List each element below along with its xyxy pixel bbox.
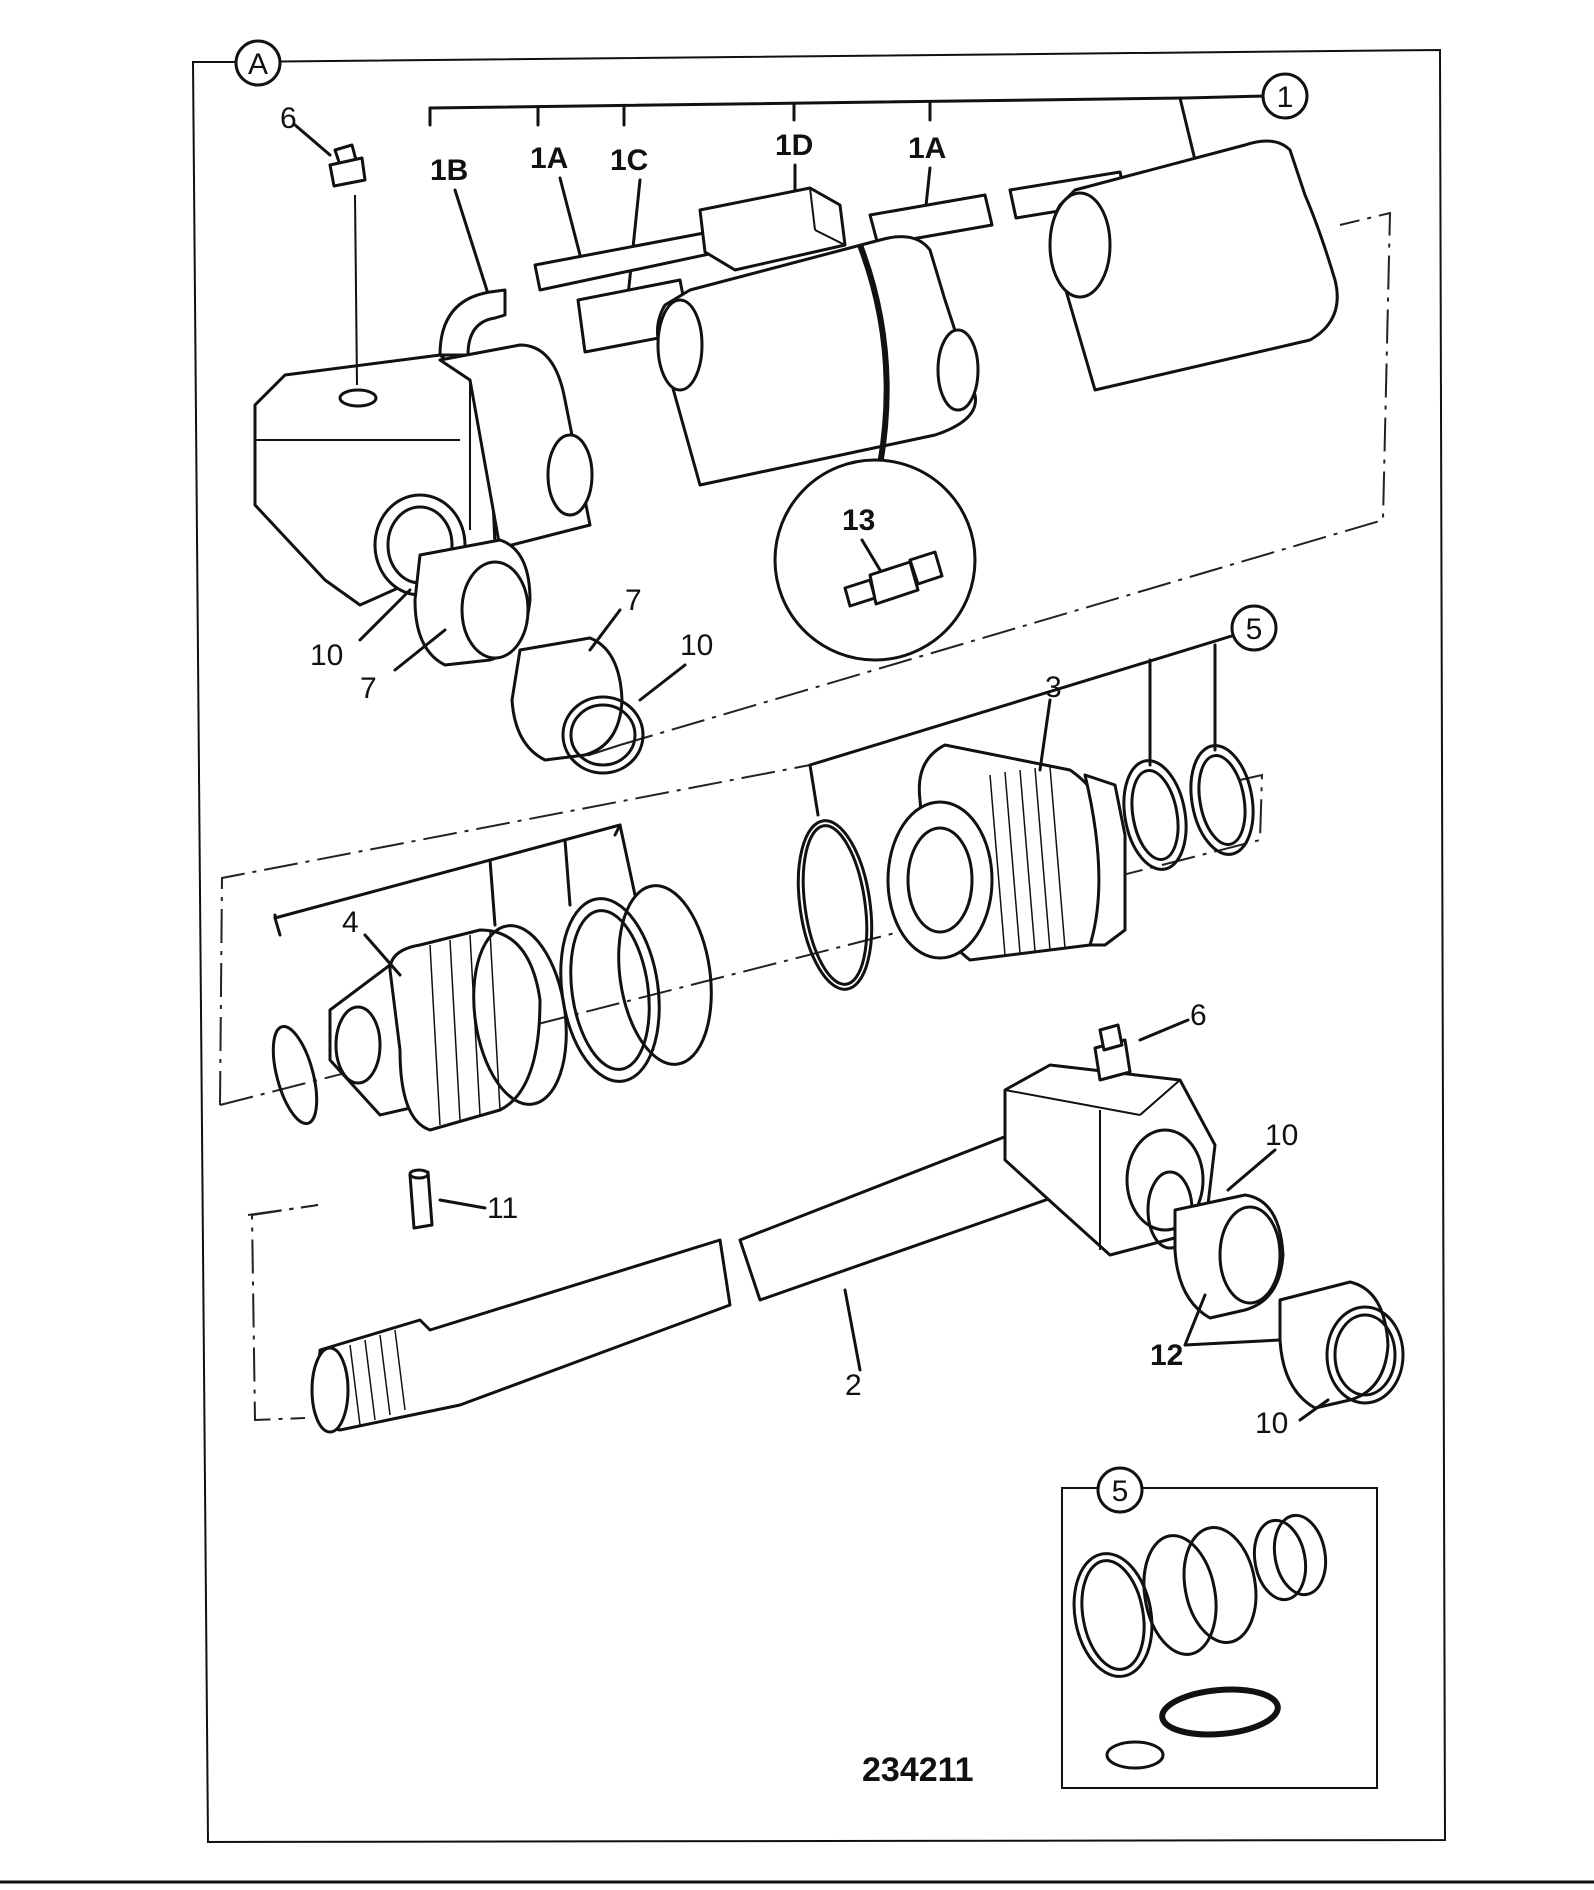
callout-2: 2 <box>845 1369 862 1402</box>
gland-seal-b <box>559 897 661 1083</box>
callout-1c: 1C <box>610 144 648 177</box>
callout-1a-right: 1A <box>908 132 946 165</box>
seal-10-right <box>561 695 645 775</box>
callout-11: 11 <box>487 1192 518 1225</box>
seal-kit-5-inset: 5 <box>1061 1466 1378 1789</box>
callout-6-top: 6 <box>280 102 297 135</box>
piston-rod-section: 11 2 6 10 12 10 <box>247 999 1405 1440</box>
pin-11 <box>408 1170 434 1230</box>
tube-middle-end <box>656 298 704 392</box>
tube-left-bore <box>546 433 594 517</box>
callout-1-bracket: 1 <box>428 72 1309 162</box>
bush-7-left-end <box>460 560 530 660</box>
callout-4: 4 <box>342 906 359 939</box>
outer-frame <box>0 48 1594 1884</box>
piston-seal-b <box>1189 744 1255 856</box>
callout-7-right: 7 <box>625 584 642 617</box>
piston-3: 3 <box>886 671 1127 962</box>
grease-nipple-top: 6 <box>280 102 367 386</box>
gland-o-ring <box>271 1024 319 1126</box>
view-label-a: A <box>234 39 282 87</box>
pipe-1a-right <box>868 193 994 247</box>
callout-1: 1 <box>1277 81 1294 114</box>
piston-seal-a <box>1122 759 1188 871</box>
bush-12-b <box>1278 1280 1390 1410</box>
tube-middle-bore <box>936 328 980 412</box>
head-grease-port <box>338 388 378 408</box>
gland-seal-c <box>617 884 713 1066</box>
callout-5-kit: 5 <box>1112 1475 1129 1508</box>
o-ring-piston <box>796 819 874 991</box>
callout-1d: 1D <box>775 129 813 162</box>
piston-rod-2 <box>316 1238 732 1432</box>
callout-10-a: 10 <box>310 639 343 672</box>
tube-assembly-section: 1 1B 1A 1C 1D 1A <box>253 72 1392 775</box>
seal-10-rod-b <box>1325 1305 1405 1405</box>
view-label-text: A <box>248 48 268 81</box>
pipe-bend-1b <box>438 288 507 357</box>
drawing-number: 234211 <box>862 1751 974 1789</box>
callout-1b: 1B <box>430 154 468 187</box>
callout-5-top: 5 <box>1246 613 1263 646</box>
tube-right-end <box>1048 191 1112 299</box>
callout-10-d: 10 <box>1255 1407 1288 1440</box>
callout-1a-left: 1A <box>530 142 568 175</box>
callout-10-b: 10 <box>680 629 713 662</box>
piston-section: 5 3 <box>219 604 1278 1132</box>
callout-6-rod: 6 <box>1190 999 1207 1032</box>
tube-middle <box>656 235 977 487</box>
detail-13-pressure-fitting: 13 <box>773 243 977 662</box>
callout-12: 12 <box>1150 1339 1183 1372</box>
callout-3: 3 <box>1045 671 1062 704</box>
callout-7-left: 7 <box>360 672 377 705</box>
callout-13: 13 <box>842 504 875 537</box>
bush-7-right <box>510 636 624 762</box>
pipe-1a-left <box>533 228 730 292</box>
callout-10-c: 10 <box>1265 1119 1298 1152</box>
